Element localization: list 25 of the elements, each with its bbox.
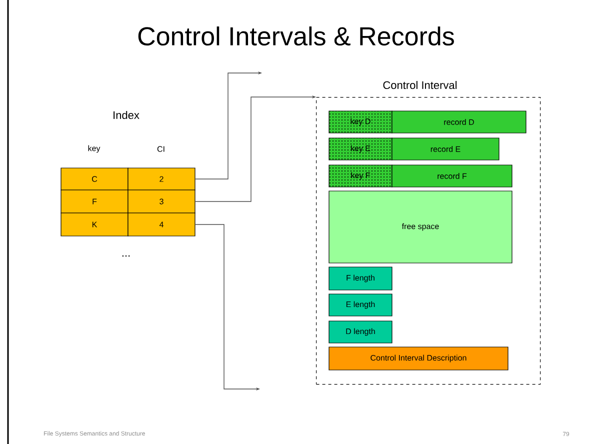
column-header: key	[88, 145, 100, 153]
node-label: Control Interval	[383, 80, 457, 90]
length-field: E length	[328, 294, 392, 316]
slide-title: Control Intervals & Records	[138, 26, 454, 46]
record-bar: record E	[392, 138, 500, 160]
key-field	[328, 164, 392, 188]
table-cell: K	[60, 212, 128, 236]
length-field: D length	[328, 320, 392, 344]
key-field: key D	[350, 118, 370, 126]
column-header: CI	[157, 146, 164, 152]
table-cell: C	[60, 168, 128, 190]
table-cell: F	[60, 190, 128, 214]
key-field: key F	[351, 172, 370, 180]
key-field	[328, 110, 392, 134]
length-field: F length	[328, 266, 392, 290]
table-cell: 2	[128, 168, 196, 190]
ellipsis: ...	[122, 255, 130, 257]
key-field	[328, 138, 392, 160]
index-heading: Index	[114, 110, 140, 120]
table-cell: 4	[128, 212, 196, 236]
free-space-box: free space	[328, 190, 512, 264]
description-bar: Control Interval Description	[328, 346, 508, 370]
table-cell: 3	[128, 190, 196, 214]
record-bar: record F	[392, 164, 512, 188]
key-field: key E	[351, 145, 370, 153]
